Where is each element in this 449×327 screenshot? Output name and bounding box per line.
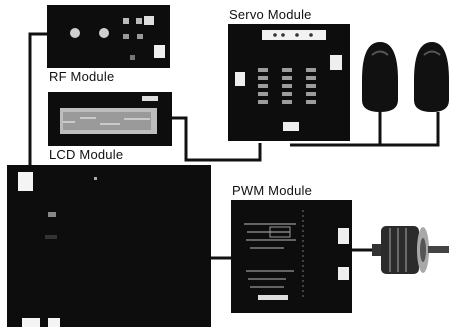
- pwm-module: [231, 200, 352, 313]
- rf-knob-1: [70, 28, 80, 38]
- main-controller-board: [7, 165, 211, 327]
- wire-servo-to-motor-right: [380, 112, 440, 147]
- rf-module-label: RF Module: [49, 69, 115, 84]
- lcd-module-label: LCD Module: [49, 147, 124, 162]
- servo-motor-icon: [414, 42, 449, 112]
- servo-module: [228, 24, 350, 141]
- lcd-module: [48, 92, 172, 146]
- servo-motor-icon: [362, 42, 398, 112]
- wire-lcd-to-servo: [172, 116, 262, 162]
- dc-motor-icon: [372, 226, 449, 274]
- rf-module: [47, 5, 170, 68]
- wiring: [28, 32, 440, 260]
- wire-main-to-rf: [28, 32, 47, 165]
- rf-knob-2: [99, 28, 109, 38]
- pwm-module-label: PWM Module: [232, 183, 313, 198]
- servo-module-label: Servo Module: [229, 7, 312, 22]
